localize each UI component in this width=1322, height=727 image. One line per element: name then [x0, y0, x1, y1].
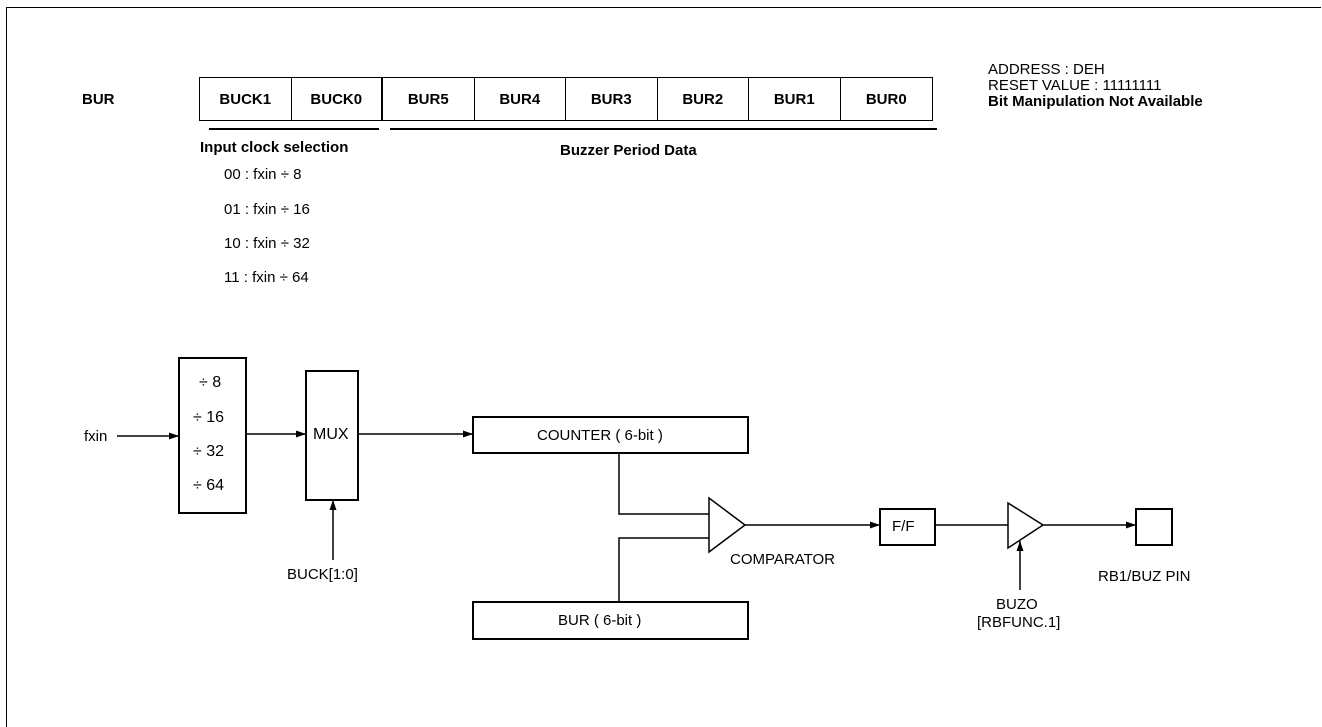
bur-register-label: BUR ( 6-bit ): [558, 612, 642, 629]
clock-option-10: 10 : fxin ÷ 32: [224, 235, 310, 252]
mux-select-label: BUCK[1:0]: [287, 566, 358, 583]
bit-cell-bur0: BUR0: [865, 90, 907, 108]
bit-cell-bur1: BUR1: [749, 78, 841, 120]
divider-label-64: ÷ 64: [193, 477, 225, 494]
bit-cell-buck0: BUCK0: [292, 78, 383, 120]
buffer-symbol: [1007, 501, 1045, 550]
clock-group-label: Input clock selection: [200, 139, 349, 156]
divider-label-32: ÷ 32: [193, 443, 225, 460]
comparator-label: COMPARATOR: [730, 551, 836, 568]
period-group-label: Buzzer Period Data: [560, 142, 697, 159]
bit-cell-buck1: BUCK1: [200, 78, 292, 120]
register-name: BUR: [82, 91, 115, 108]
counter-label: COUNTER ( 6-bit ): [537, 427, 663, 444]
bit-cell-bur4: BUR4: [475, 78, 566, 120]
rbfunc-label: [RBFUNC.1]: [977, 614, 1061, 631]
period-group-bracket: [390, 128, 937, 130]
divider-label-8: ÷ 8: [199, 374, 222, 391]
clock-option-11: 11 : fxin ÷ 64: [224, 269, 309, 286]
reset-value-text: RESET VALUE : 11111111: [988, 77, 1162, 94]
buz-pin-square: [1135, 508, 1173, 546]
register-bit-table: BUCK1 BUCK0 BUR5 BUR4 BUR3 BUR2 BUR1 BUR…: [199, 77, 933, 121]
buzo-label: BUZO: [996, 596, 1038, 613]
flipflop-label: F/F: [892, 518, 915, 535]
flipflop-block: [879, 508, 936, 546]
clock-group-bracket: [209, 128, 379, 130]
figure-frame: [6, 7, 1321, 727]
bit-cell-bur5: BUR5: [383, 78, 475, 120]
counter-block: [472, 416, 749, 454]
bit-manipulation-text: Bit Manipulation Not Available: [988, 93, 1203, 110]
mux-label: MUX: [313, 426, 349, 443]
comparator-symbol: [708, 496, 747, 554]
bit-cell-bur3: BUR3: [566, 78, 658, 120]
bur-register-block: [472, 601, 749, 640]
fxin-label: fxin: [84, 428, 108, 445]
clock-option-00: 00 : fxin ÷ 8: [224, 166, 302, 183]
register-info: ADDRESS : DEH RESET VALUE : 11111111 Bit…: [988, 62, 1203, 110]
address-text: ADDRESS : DEH: [988, 61, 1105, 78]
divider-label-16: ÷ 16: [193, 409, 225, 426]
clock-option-01: 01 : fxin ÷ 16: [224, 201, 310, 218]
buz-pin-label: RB1/BUZ PIN: [1098, 568, 1191, 585]
bit-cell-bur2: BUR2: [658, 78, 749, 120]
